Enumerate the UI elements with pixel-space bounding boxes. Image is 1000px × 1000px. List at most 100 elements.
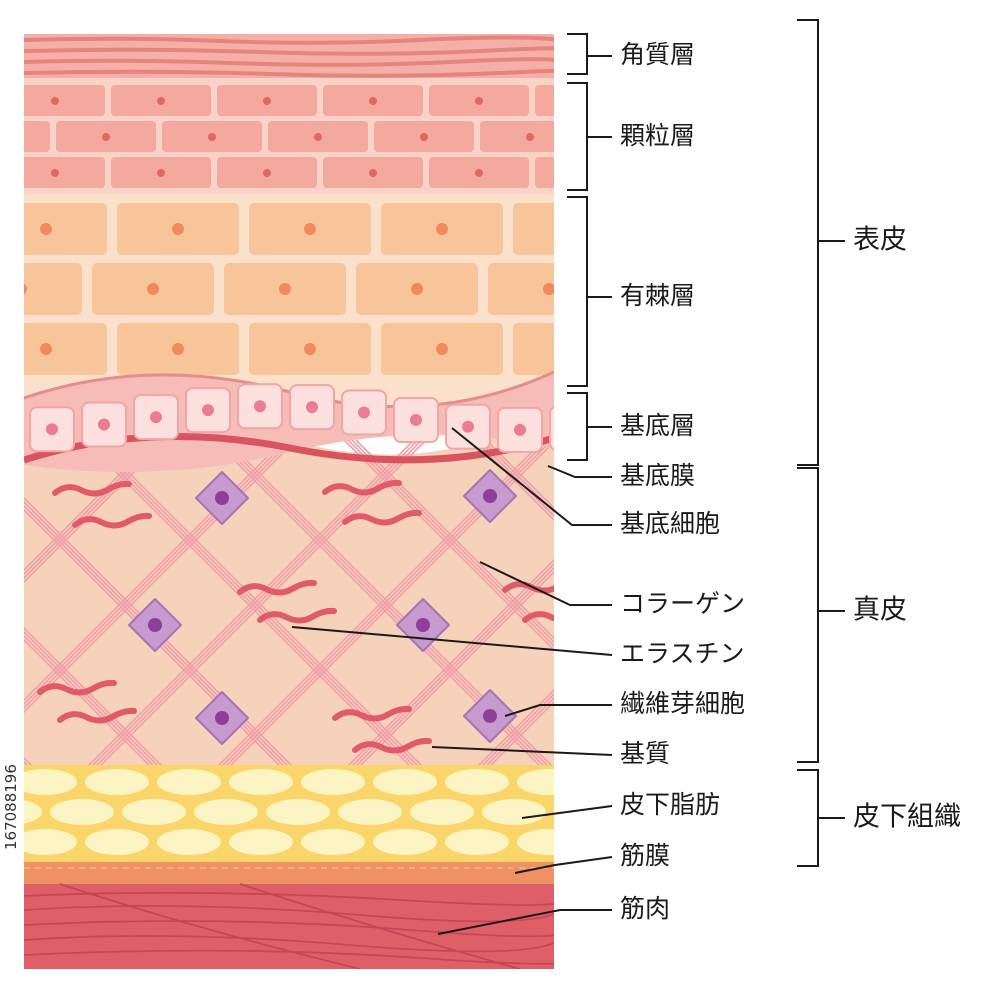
leader-lines <box>291 19 845 935</box>
fat-cell <box>410 799 474 825</box>
line-collagen <box>479 561 612 606</box>
spinous-nucleus <box>172 223 184 235</box>
collagen-fiber <box>322 479 402 496</box>
fat-cell <box>85 769 149 795</box>
spinous-nucleus <box>436 343 448 355</box>
line-hika-shibou <box>521 805 613 819</box>
basal-nucleus <box>410 413 422 426</box>
fibroblast-nucleus <box>483 489 497 503</box>
label-kitei-saibou: 基底細胞 <box>620 509 720 538</box>
spinous-cell <box>24 263 82 315</box>
spinous-nucleus <box>40 223 52 235</box>
spinous-nucleus <box>279 283 291 295</box>
collagen-fiber <box>332 705 412 722</box>
label-kitei-maku: 基底膜 <box>620 461 695 490</box>
granular-nucleus <box>208 133 216 141</box>
fiber-line <box>485 700 554 771</box>
spinous-nucleus <box>568 223 580 235</box>
granular-cells <box>24 85 554 188</box>
fiber-line <box>481 439 554 514</box>
collagen-fiber <box>502 581 554 594</box>
group-label-hyouhi: 表皮 <box>853 225 907 256</box>
basal-nucleus <box>98 418 110 431</box>
fat-cell <box>517 829 554 855</box>
spinous-nucleus <box>304 343 316 355</box>
basal-nucleus <box>254 400 266 413</box>
fat-cell <box>194 799 258 825</box>
fat-cell <box>157 769 221 795</box>
granular-nucleus <box>369 169 377 177</box>
basal-cell <box>549 405 554 451</box>
basal-cells <box>29 383 578 453</box>
fiber-line <box>24 439 163 580</box>
group-labels: 表皮 真皮 皮下組織 <box>853 225 961 833</box>
stratum-corneum-lines <box>24 35 554 78</box>
fiber-line <box>343 558 554 771</box>
fat-cell <box>373 769 437 795</box>
basal-nucleus <box>306 401 318 414</box>
fat-cell <box>338 799 402 825</box>
fiber-line <box>24 638 155 771</box>
spinous-nucleus <box>543 283 554 295</box>
collagen-fiber <box>522 611 554 623</box>
fiber-line <box>24 439 167 584</box>
granular-nucleus <box>263 169 271 177</box>
line-kinniku <box>437 909 612 935</box>
granular-nucleus <box>263 97 271 105</box>
collagen-fibers <box>37 479 554 754</box>
fat-cell <box>482 799 546 825</box>
fibroblast-nucleus <box>215 711 229 725</box>
spinous-nucleus <box>40 343 52 355</box>
line-elastin <box>291 626 613 656</box>
fiber-line <box>24 439 29 446</box>
granular-nucleus <box>102 133 110 141</box>
basal-nucleus <box>514 423 526 436</box>
label-kishitsu: 基質 <box>620 739 670 768</box>
basal-nucleus <box>566 422 578 434</box>
fat-cell <box>24 800 42 824</box>
fiber-line <box>473 439 554 522</box>
label-karyu: 顆粒層 <box>620 121 695 150</box>
spinous-cells <box>24 203 580 375</box>
fiber-line <box>24 634 159 771</box>
fat-cell <box>373 829 437 855</box>
collagen-fiber <box>342 509 422 526</box>
collagen-fiber <box>72 512 152 529</box>
bracket-shinpi <box>797 467 819 763</box>
fibroblast-nucleus <box>416 618 430 632</box>
fibroblast-nucleus <box>483 709 497 723</box>
line-kitei-saibou <box>451 427 612 526</box>
bracket-hyouhi <box>797 19 819 466</box>
fat-cell <box>517 769 554 795</box>
fiber-line <box>347 562 554 771</box>
fat-cell <box>445 829 509 855</box>
fat-cell <box>266 799 330 825</box>
granular-nucleus <box>369 97 377 105</box>
label-kitei-sou: 基底層 <box>620 411 695 440</box>
spinous-nucleus <box>568 343 580 355</box>
muscle-fibers <box>24 883 554 969</box>
group-label-shinpi: 真皮 <box>853 595 907 626</box>
spinous-cell <box>488 263 554 315</box>
granular-cell <box>535 157 554 188</box>
fiber-line <box>473 688 554 771</box>
collagen-fiber <box>37 679 117 696</box>
collagen-fiber <box>352 737 432 754</box>
line-fibroblast <box>504 704 612 717</box>
granular-nucleus <box>314 133 322 141</box>
line-kinmaku <box>514 856 613 874</box>
granular-nucleus <box>157 97 165 105</box>
spinous-nucleus <box>411 283 423 295</box>
bracket-kakushitsu <box>567 33 588 75</box>
spinous-nucleus <box>147 283 159 295</box>
fiber-line <box>485 439 554 510</box>
bracket-karyu <box>567 82 588 191</box>
fascia-layer <box>24 862 554 884</box>
watermark-id: 167088196 <box>2 764 20 850</box>
label-kinniku: 筋肉 <box>620 894 670 923</box>
bracket-kitei-sou <box>567 392 588 461</box>
fiber-line <box>355 570 554 771</box>
line-kishitsu <box>431 746 613 756</box>
layer-labels: 角質層 顆粒層 有棘層 基底層 基底膜 基底細胞 コラーゲン エラスチン 繊維芽… <box>620 40 745 923</box>
